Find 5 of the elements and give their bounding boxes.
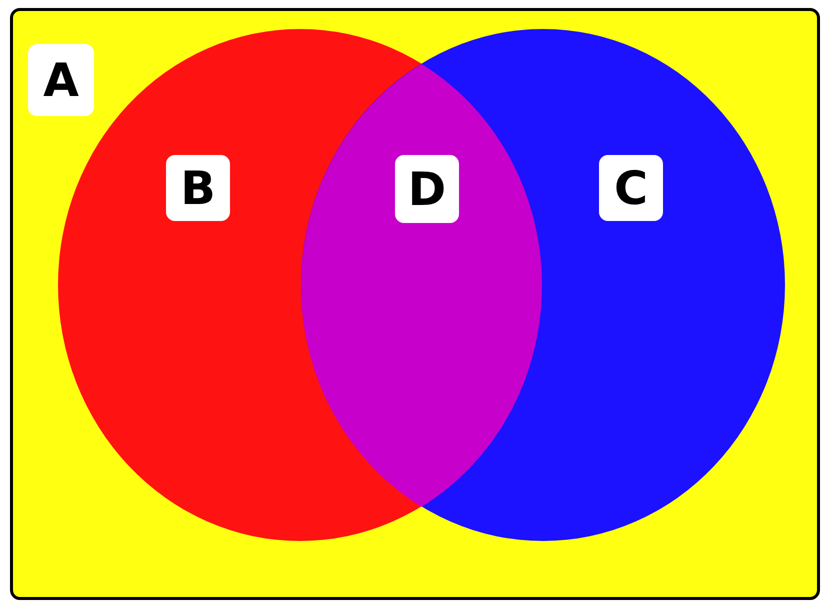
- region-label: C: [599, 155, 663, 221]
- universe-rectangle: [10, 8, 820, 600]
- region-label: A: [28, 44, 94, 116]
- region-label: D: [395, 154, 459, 223]
- region-label: B: [166, 155, 230, 221]
